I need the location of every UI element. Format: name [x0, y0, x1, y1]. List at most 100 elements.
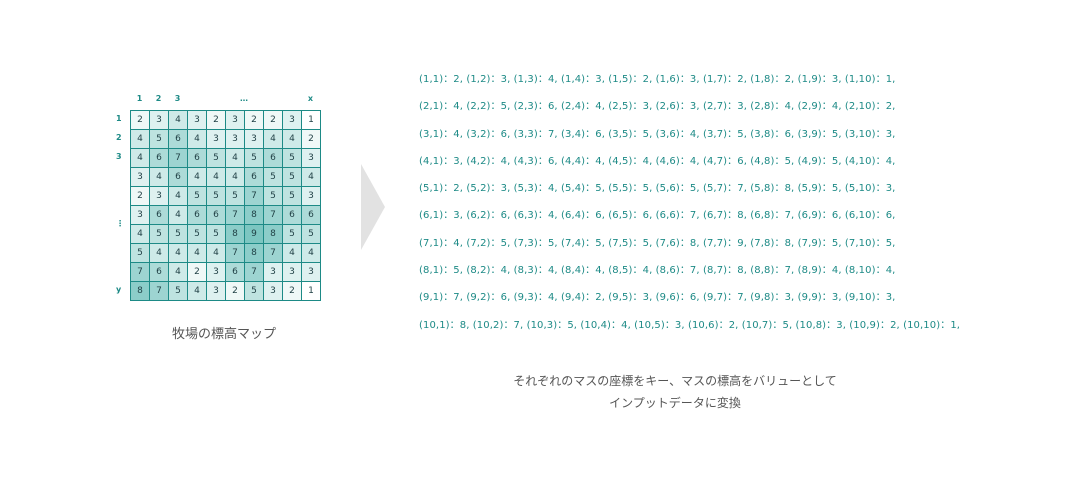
- grid-cell: 2: [301, 129, 321, 149]
- grid-caption: 牧場の標高マップ: [172, 327, 277, 342]
- grid-cell: 2: [130, 110, 150, 130]
- grid-cell: 5: [301, 224, 321, 244]
- y-axis-label: ⋮: [116, 218, 124, 228]
- grid-cell: 5: [263, 167, 283, 187]
- grid-cell: 3: [187, 110, 207, 130]
- grid-cell: 3: [130, 205, 150, 225]
- description-line-1: それぞれのマスの座標をキー、マスの標高をバリューとして: [513, 374, 837, 388]
- grid-cell: 5: [282, 224, 302, 244]
- grid-cell: 1: [301, 110, 321, 130]
- grid-cell: 6: [168, 129, 188, 149]
- conversion-description: それぞれのマスの座標をキー、マスの標高をバリューとして インプットデータに変換: [480, 370, 870, 414]
- grid-cell: 4: [225, 167, 245, 187]
- grid-cell: 5: [187, 186, 207, 206]
- grid-cell: 7: [130, 262, 150, 282]
- grid-cell: 4: [168, 243, 188, 263]
- grid-cell: 2: [282, 281, 302, 301]
- grid-cell: 4: [168, 186, 188, 206]
- grid-cell: 7: [263, 243, 283, 263]
- grid-cell: 3: [225, 129, 245, 149]
- grid-cell: 4: [168, 205, 188, 225]
- grid-cell: 7: [225, 205, 245, 225]
- x-axis-label: x: [307, 94, 314, 103]
- key-value-line: (4,1)：3, (4,2)：4, (4,3)：6, (4,4)：4, (4,5…: [419, 155, 896, 167]
- grid-cell: 5: [187, 224, 207, 244]
- key-value-line: (6,1)：3, (6,2)：6, (6,3)：4, (6,4)：6, (6,5…: [419, 210, 896, 222]
- grid-cell: 4: [149, 243, 169, 263]
- grid-cell: 4: [301, 243, 321, 263]
- grid-cell: 7: [263, 205, 283, 225]
- grid-cell: 5: [282, 186, 302, 206]
- grid-cell: 4: [130, 148, 150, 168]
- grid-cell: 7: [225, 243, 245, 263]
- grid-cell: 6: [168, 167, 188, 187]
- x-axis-label: 1: [136, 94, 143, 103]
- grid-cell: 4: [301, 167, 321, 187]
- grid-cell: 8: [244, 243, 264, 263]
- grid-cell: 7: [244, 186, 264, 206]
- grid-cell: 5: [206, 224, 226, 244]
- grid-cell: 8: [263, 224, 283, 244]
- grid-cell: 3: [206, 281, 226, 301]
- grid-cell: 5: [244, 281, 264, 301]
- grid-cell: 6: [149, 205, 169, 225]
- key-value-line: (2,1)：4, (2,2)：5, (2,3)：6, (2,4)：4, (2,5…: [419, 101, 896, 113]
- y-axis-label: y: [116, 285, 122, 294]
- key-value-line: (1,1)：2, (1,2)：3, (1,3)：4, (1,4)：3, (1,5…: [419, 74, 896, 85]
- key-value-line: (9,1)：7, (9,2)：6, (9,3)：4, (9,4)：2, (9,5…: [419, 292, 896, 304]
- grid-cell: 6: [301, 205, 321, 225]
- grid-cell: 3: [244, 129, 264, 149]
- grid-cell: 6: [225, 262, 245, 282]
- grid-cell: 7: [168, 148, 188, 168]
- grid-cell: 3: [282, 262, 302, 282]
- grid-cell: 5: [282, 167, 302, 187]
- grid-cell: 4: [187, 281, 207, 301]
- grid-cell: 5: [130, 243, 150, 263]
- key-value-line: (3,1)：4, (3,2)：6, (3,3)：7, (3,4)：6, (3,5…: [419, 128, 896, 140]
- grid-cell: 3: [263, 262, 283, 282]
- y-axis-label: 2: [116, 133, 122, 142]
- grid-cell: 7: [149, 281, 169, 301]
- grid-cell: 2: [130, 186, 150, 206]
- grid-cell: 4: [206, 167, 226, 187]
- grid-cell: 5: [225, 186, 245, 206]
- grid-cell: 4: [130, 224, 150, 244]
- y-axis-label: 1: [116, 114, 122, 123]
- key-value-line: (7,1)：4, (7,2)：5, (7,3)：5, (7,4)：5, (7,5…: [419, 237, 896, 249]
- grid-cell: 3: [130, 167, 150, 187]
- grid-cell: 4: [130, 129, 150, 149]
- arrow-right-icon: [361, 164, 385, 250]
- key-value-list: (1,1)：2, (1,2)：3, (1,3)：4, (1,4)：3, (1,5…: [419, 72, 1059, 345]
- grid-cell: 4: [168, 262, 188, 282]
- grid-cell: 8: [130, 281, 150, 301]
- key-value-line: (10,1)：8, (10,2)：7, (10,3)：5, (10,4)：4, …: [419, 319, 961, 331]
- grid-cell: 6: [244, 167, 264, 187]
- grid-cell: 4: [225, 148, 245, 168]
- grid-cell: 2: [206, 110, 226, 130]
- x-axis-label: 2: [155, 94, 162, 103]
- grid-cell: 4: [187, 167, 207, 187]
- grid-cell: 6: [187, 205, 207, 225]
- description-line-2: インプットデータに変換: [609, 396, 741, 410]
- grid-cell: 3: [301, 148, 321, 168]
- grid-cell: 3: [149, 186, 169, 206]
- key-value-line: (8,1)：5, (8,2)：4, (8,3)：4, (8,4)：4, (8,5…: [419, 265, 896, 277]
- grid-cell: 5: [206, 186, 226, 206]
- grid-cell: 2: [244, 110, 264, 130]
- grid-cell: 4: [168, 110, 188, 130]
- grid-cell: 2: [263, 110, 283, 130]
- grid-cell: 6: [263, 148, 283, 168]
- grid-cell: 5: [244, 148, 264, 168]
- grid-cell: 4: [263, 129, 283, 149]
- grid-cell: 5: [168, 224, 188, 244]
- grid-cell: 4: [282, 129, 302, 149]
- grid-cell: 6: [149, 148, 169, 168]
- grid-cell: 2: [225, 281, 245, 301]
